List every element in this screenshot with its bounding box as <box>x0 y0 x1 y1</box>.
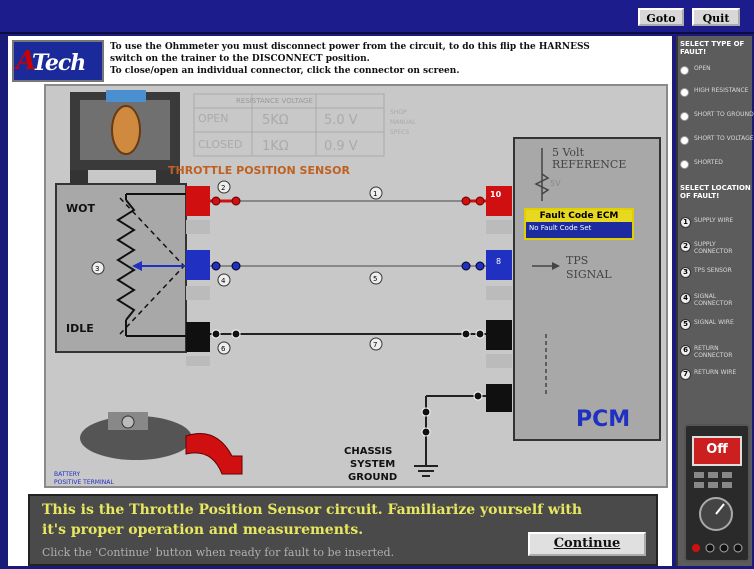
svg-text:SPECS: SPECS <box>390 129 409 136</box>
svg-text:MANUAL: MANUAL <box>390 119 416 126</box>
instruction-line-1: To use the Ohmmeter you must disconnect … <box>110 42 590 52</box>
meter-jack-icon[interactable] <box>692 544 700 552</box>
fault-type-shorted[interactable]: SHORTED <box>680 158 754 180</box>
marker-5: 5 <box>373 275 377 283</box>
svg-text:SIGNAL: SIGNAL <box>566 268 612 281</box>
sensor-connector[interactable] <box>186 186 210 366</box>
idle-label: IDLE <box>66 322 94 335</box>
pcm-connector[interactable]: 10 8 <box>486 186 512 412</box>
continue-button[interactable]: Continue <box>528 532 646 556</box>
fault-location-7[interactable]: 7 RETURN WIRE <box>680 368 754 390</box>
fault-code-body: No Fault Code Set <box>529 224 592 232</box>
top-bar: Goto Quit <box>0 0 754 34</box>
multimeter[interactable]: Off <box>684 424 750 562</box>
pcm-resistor-icon <box>534 173 550 195</box>
svg-text:SYSTEM: SYSTEM <box>350 459 395 470</box>
marker-8: 8 <box>496 257 501 266</box>
marker-2: 2 <box>221 184 225 192</box>
battery-label: BATTERY <box>54 471 81 478</box>
svg-text:REFERENCE: REFERENCE <box>552 158 626 171</box>
radio-icon[interactable] <box>680 136 689 145</box>
fault-location-5[interactable]: 5 SIGNAL WIRE <box>680 318 754 340</box>
fault-code-title: Fault Code ECM <box>526 210 632 222</box>
specs-table: RESISTANCE VOLTAGE OPEN 5KΩ 5.0 V CLOSED… <box>193 93 416 157</box>
circuit-diagram: RESISTANCE VOLTAGE OPEN 5KΩ 5.0 V CLOSED… <box>44 84 668 488</box>
table-header-1: RESISTANCE VOLTAGE <box>236 97 313 105</box>
sensor-title: THROTTLE POSITION SENSOR <box>168 164 350 177</box>
return-wire[interactable] <box>210 329 486 339</box>
wot-label: WOT <box>66 202 95 215</box>
message-line-1: This is the Throttle Position Sensor cir… <box>42 502 583 518</box>
goto-button[interactable]: Goto <box>638 8 684 26</box>
message-line-3: Click the 'Continue' button when ready f… <box>42 546 395 559</box>
fivev-label: 5V <box>550 179 561 188</box>
fault-location-3[interactable]: 3 TPS SENSOR <box>680 266 754 288</box>
signal-wire[interactable] <box>210 261 486 271</box>
meter-buttons[interactable] <box>694 472 732 488</box>
tps-sensor[interactable]: WOT IDLE 3 <box>55 183 187 353</box>
ref-label: 5 Volt <box>552 146 585 159</box>
radio-icon[interactable] <box>680 66 689 75</box>
table-closed-res: 1KΩ <box>262 139 289 154</box>
marker-4: 4 <box>221 277 226 285</box>
radio-icon[interactable] <box>680 88 689 97</box>
fault-location-header: SELECT LOCATION OF FAULT! <box>680 184 751 200</box>
table-open-res: 5KΩ <box>262 113 289 128</box>
supply-wire[interactable] <box>210 196 486 206</box>
fault-type-open[interactable]: OPEN <box>680 64 754 86</box>
fault-code-popup: Fault Code ECM No Fault Code Set <box>524 208 634 240</box>
meter-display: Off <box>692 436 742 466</box>
fault-type-header: SELECT TYPE OF FAULT! <box>680 40 745 56</box>
table-open-label: OPEN <box>198 112 228 125</box>
tps-label: TPS <box>566 254 588 267</box>
logo-text: Tech <box>32 50 86 76</box>
battery-terminal-icon <box>80 412 243 475</box>
chassis-label: CHASSIS <box>344 446 392 457</box>
throttle-body-icon <box>70 90 180 184</box>
meter-jack-icon[interactable] <box>705 543 715 553</box>
fault-location-1[interactable]: 1 SUPPLY WIRE <box>680 216 754 238</box>
fault-location-2[interactable]: 2 SUPPLY CONNECTOR <box>680 240 754 262</box>
table-open-volt: 5.0 V <box>324 113 358 128</box>
resistor-icon <box>116 199 136 321</box>
radio-icon[interactable] <box>680 160 689 169</box>
pcm-label: PCM <box>576 407 630 432</box>
radio-icon[interactable] <box>680 112 689 121</box>
ground-wire[interactable] <box>414 391 486 477</box>
marker-1: 1 <box>373 190 377 198</box>
fault-type-short-to-ground[interactable]: SHORT TO GROUND <box>680 110 754 132</box>
svg-text:POSITIVE TERMINAL: POSITIVE TERMINAL <box>54 479 114 486</box>
marker-10: 10 <box>490 190 502 199</box>
svg-text:GROUND: GROUND <box>348 472 397 483</box>
message-line-2: it's proper operation and measurements. <box>42 522 364 538</box>
fault-location-4[interactable]: 4 SIGNAL CONNECTOR <box>680 292 754 314</box>
instructions: To use the Ohmmeter you must disconnect … <box>110 41 666 77</box>
logo-a-icon: A <box>16 46 37 76</box>
fault-selection-panel: SELECT TYPE OF FAULT! OPEN HIGH RESISTAN… <box>676 36 754 566</box>
marker-7: 7 <box>373 341 377 349</box>
marker-6: 6 <box>221 345 226 353</box>
table-closed-volt: 0.9 V <box>324 139 358 154</box>
pcm-module: PCM 5 Volt REFERENCE 5V TPS SIGNAL <box>513 137 661 441</box>
instruction-line-2: switch on the trainer to the DISCONNECT … <box>110 54 370 64</box>
marker-3: 3 <box>95 265 99 273</box>
fault-type-high-resistance[interactable]: HIGH RESISTANCE <box>680 86 754 108</box>
circuit-svg: RESISTANCE VOLTAGE OPEN 5KΩ 5.0 V CLOSED… <box>54 90 661 486</box>
instruction-line-3: To close/open an individual connector, c… <box>110 66 460 76</box>
fault-type-short-to-voltage[interactable]: SHORT TO VOLTAGE <box>680 134 754 156</box>
message-panel: This is the Throttle Position Sensor cir… <box>28 494 658 566</box>
fault-location-6[interactable]: 6 RETURN CONNECTOR <box>680 344 754 366</box>
meter-jack-icon[interactable] <box>719 543 729 553</box>
meter-jack-icon[interactable] <box>733 543 743 553</box>
table-closed-label: CLOSED <box>198 138 242 151</box>
logo: A Tech <box>12 40 104 82</box>
quit-button[interactable]: Quit <box>692 8 740 26</box>
table-note: SHOP <box>390 109 407 116</box>
